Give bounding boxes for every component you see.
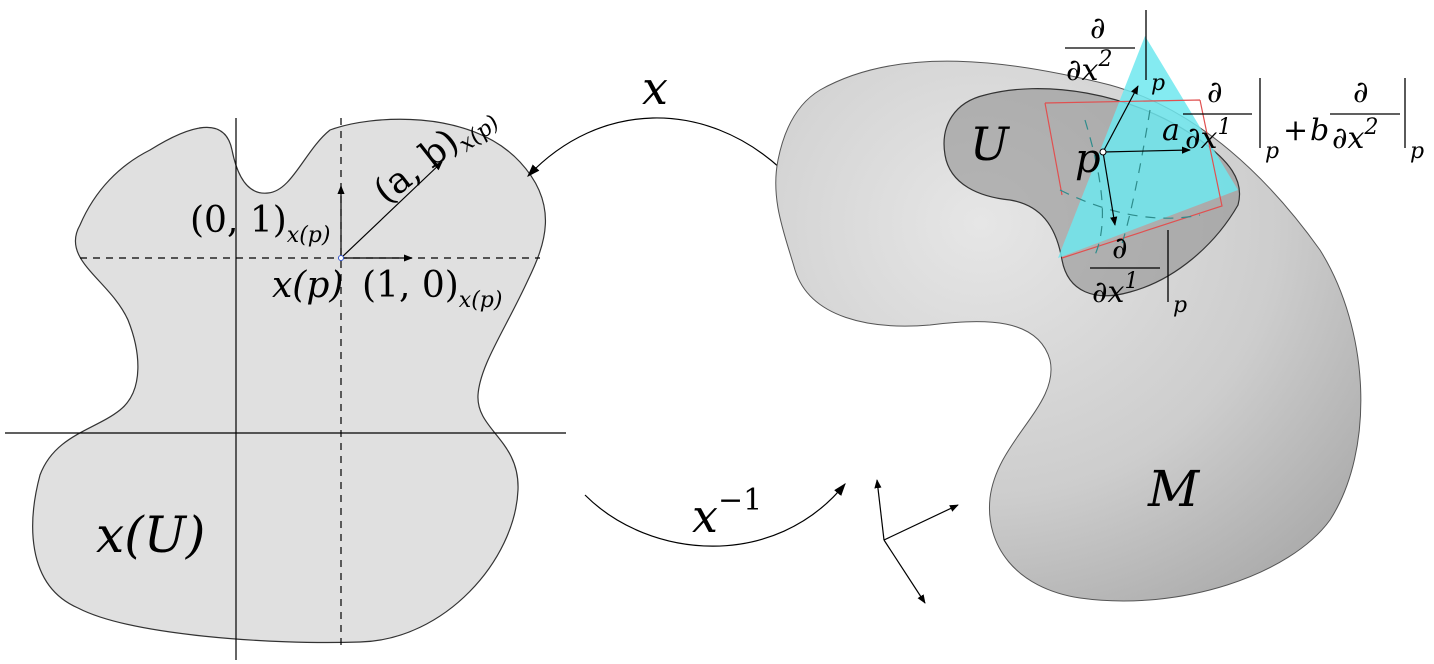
label-region-xU: x(U) bbox=[96, 506, 205, 564]
svg-text:∂: ∂ bbox=[1112, 231, 1128, 266]
label-map-xinv: x−1 bbox=[692, 483, 762, 543]
svg-text:∂: ∂ bbox=[1353, 75, 1369, 110]
svg-text:∂: ∂ bbox=[1207, 75, 1223, 110]
map-x-arc bbox=[527, 117, 781, 177]
tangent-plane bbox=[1058, 36, 1238, 258]
ambient-axis-right bbox=[883, 504, 959, 541]
svg-text:∂x1: ∂x1 bbox=[1185, 115, 1231, 156]
point-xp bbox=[338, 255, 344, 261]
svg-text:p: p bbox=[1151, 71, 1165, 96]
label-dx2: ∂ ∂x2 p bbox=[1065, 10, 1165, 96]
label-manifold-M: M bbox=[1147, 460, 1201, 518]
svg-text:p: p bbox=[1410, 139, 1424, 164]
ambient-axis-up bbox=[874, 479, 885, 541]
label-e1: (1, 0)x(p) bbox=[362, 265, 502, 313]
svg-text:a: a bbox=[1162, 113, 1180, 148]
svg-text:∂x2: ∂x2 bbox=[1066, 47, 1112, 88]
tangent-plane-edge bbox=[1044, 99, 1223, 259]
tangent-vector-dx1 bbox=[1102, 151, 1118, 226]
svg-text:+: + bbox=[1283, 113, 1308, 148]
svg-text:p: p bbox=[1173, 293, 1187, 318]
svg-text:b: b bbox=[1310, 113, 1329, 148]
label-point-p: p bbox=[1075, 136, 1101, 182]
label-xp: x(p) bbox=[272, 265, 343, 306]
ambient-axis-down bbox=[883, 539, 926, 604]
tangent-vector-dx2 bbox=[1102, 85, 1139, 153]
svg-text:∂: ∂ bbox=[1090, 11, 1106, 46]
map-xinv-arc bbox=[584, 482, 846, 547]
point-p bbox=[1099, 148, 1107, 156]
svg-text:p: p bbox=[1265, 139, 1279, 164]
label-dx1: ∂ ∂x1 p bbox=[1090, 230, 1187, 318]
svg-text:∂x2: ∂x2 bbox=[1332, 115, 1378, 156]
label-patch-U: U bbox=[970, 117, 1011, 171]
label-e2: (0, 1)x(p) bbox=[190, 200, 330, 248]
tangent-vector-combo bbox=[1102, 146, 1191, 154]
label-linear-combination: a ∂ ∂x1 p + b ∂ ∂x2 p bbox=[1162, 75, 1424, 164]
vector-ab-arrow bbox=[340, 161, 443, 259]
label-map-x: x bbox=[642, 61, 668, 115]
svg-text:∂x1: ∂x1 bbox=[1092, 269, 1138, 310]
plane-grid-curves bbox=[1059, 109, 1201, 256]
chart-region-xU bbox=[32, 118, 546, 644]
